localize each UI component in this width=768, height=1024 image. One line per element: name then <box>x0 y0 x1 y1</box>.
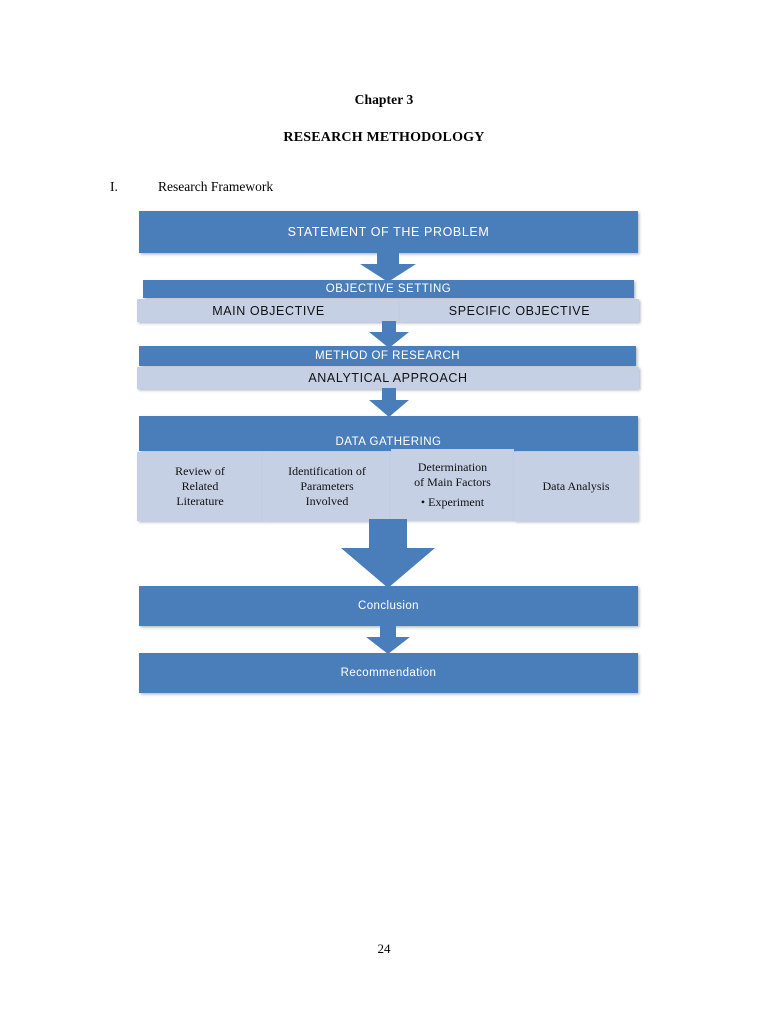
flow-node-identification-of-parameters-involved: Identification of Parameters Involved <box>263 452 391 521</box>
dg-line: Involved <box>305 494 349 508</box>
down-arrow-icon-method-to-data-gathering <box>369 388 409 417</box>
flow-node-main-objective: MAIN OBJECTIVE <box>137 299 400 322</box>
down-arrow-icon-data-gathering-to-conclusion <box>341 519 435 588</box>
page-number: 24 <box>377 941 391 956</box>
flow-node-determination-of-main-factors: Determination of Main Factors • Experime… <box>391 449 514 520</box>
section-heading: I. Research Framework <box>110 179 273 195</box>
flow-node-statement-of-the-problem: STATEMENT OF THE PROBLEM <box>139 211 638 253</box>
down-arrow-icon-conclusion-to-recommendation <box>366 625 410 654</box>
flow-node-recommendation: Recommendation <box>139 653 638 693</box>
dg-bullet-experiment: • Experiment <box>420 494 485 509</box>
flow-node-conclusion: Conclusion <box>139 586 638 626</box>
dg-line: of Main Factors <box>414 474 491 489</box>
chapter-title: Chapter 3 <box>354 92 414 107</box>
down-arrow-icon-statement-to-objective <box>360 252 416 282</box>
flow-node-data-gathering: DATA GATHERING <box>139 416 638 451</box>
dg-line: Identification of <box>288 464 366 478</box>
dg-line: Related <box>181 479 219 493</box>
section-number: I. <box>110 179 118 194</box>
flow-node-data-analysis: Data Analysis <box>514 452 638 521</box>
section-label: Research Framework <box>158 179 274 194</box>
dg-line: Literature <box>176 494 224 508</box>
dg-line: Review of <box>175 464 225 478</box>
flow-node-review-of-related-literature: Review of Related Literature <box>137 452 263 521</box>
down-arrow-icon-objective-to-method <box>369 321 409 348</box>
flow-node-objective-setting: OBJECTIVE SETTING <box>143 280 634 298</box>
dg-line: Determination <box>417 459 488 474</box>
flow-node-specific-objective: SPECIFIC OBJECTIVE <box>400 299 639 322</box>
page-title: RESEARCH METHODOLOGY <box>283 130 485 145</box>
flow-node-analytical-approach: ANALYTICAL APPROACH <box>137 367 639 389</box>
dg-line: Parameters <box>300 479 354 493</box>
flow-node-method-of-research: METHOD OF RESEARCH <box>139 346 636 366</box>
dg-line: Data Analysis <box>542 479 610 493</box>
